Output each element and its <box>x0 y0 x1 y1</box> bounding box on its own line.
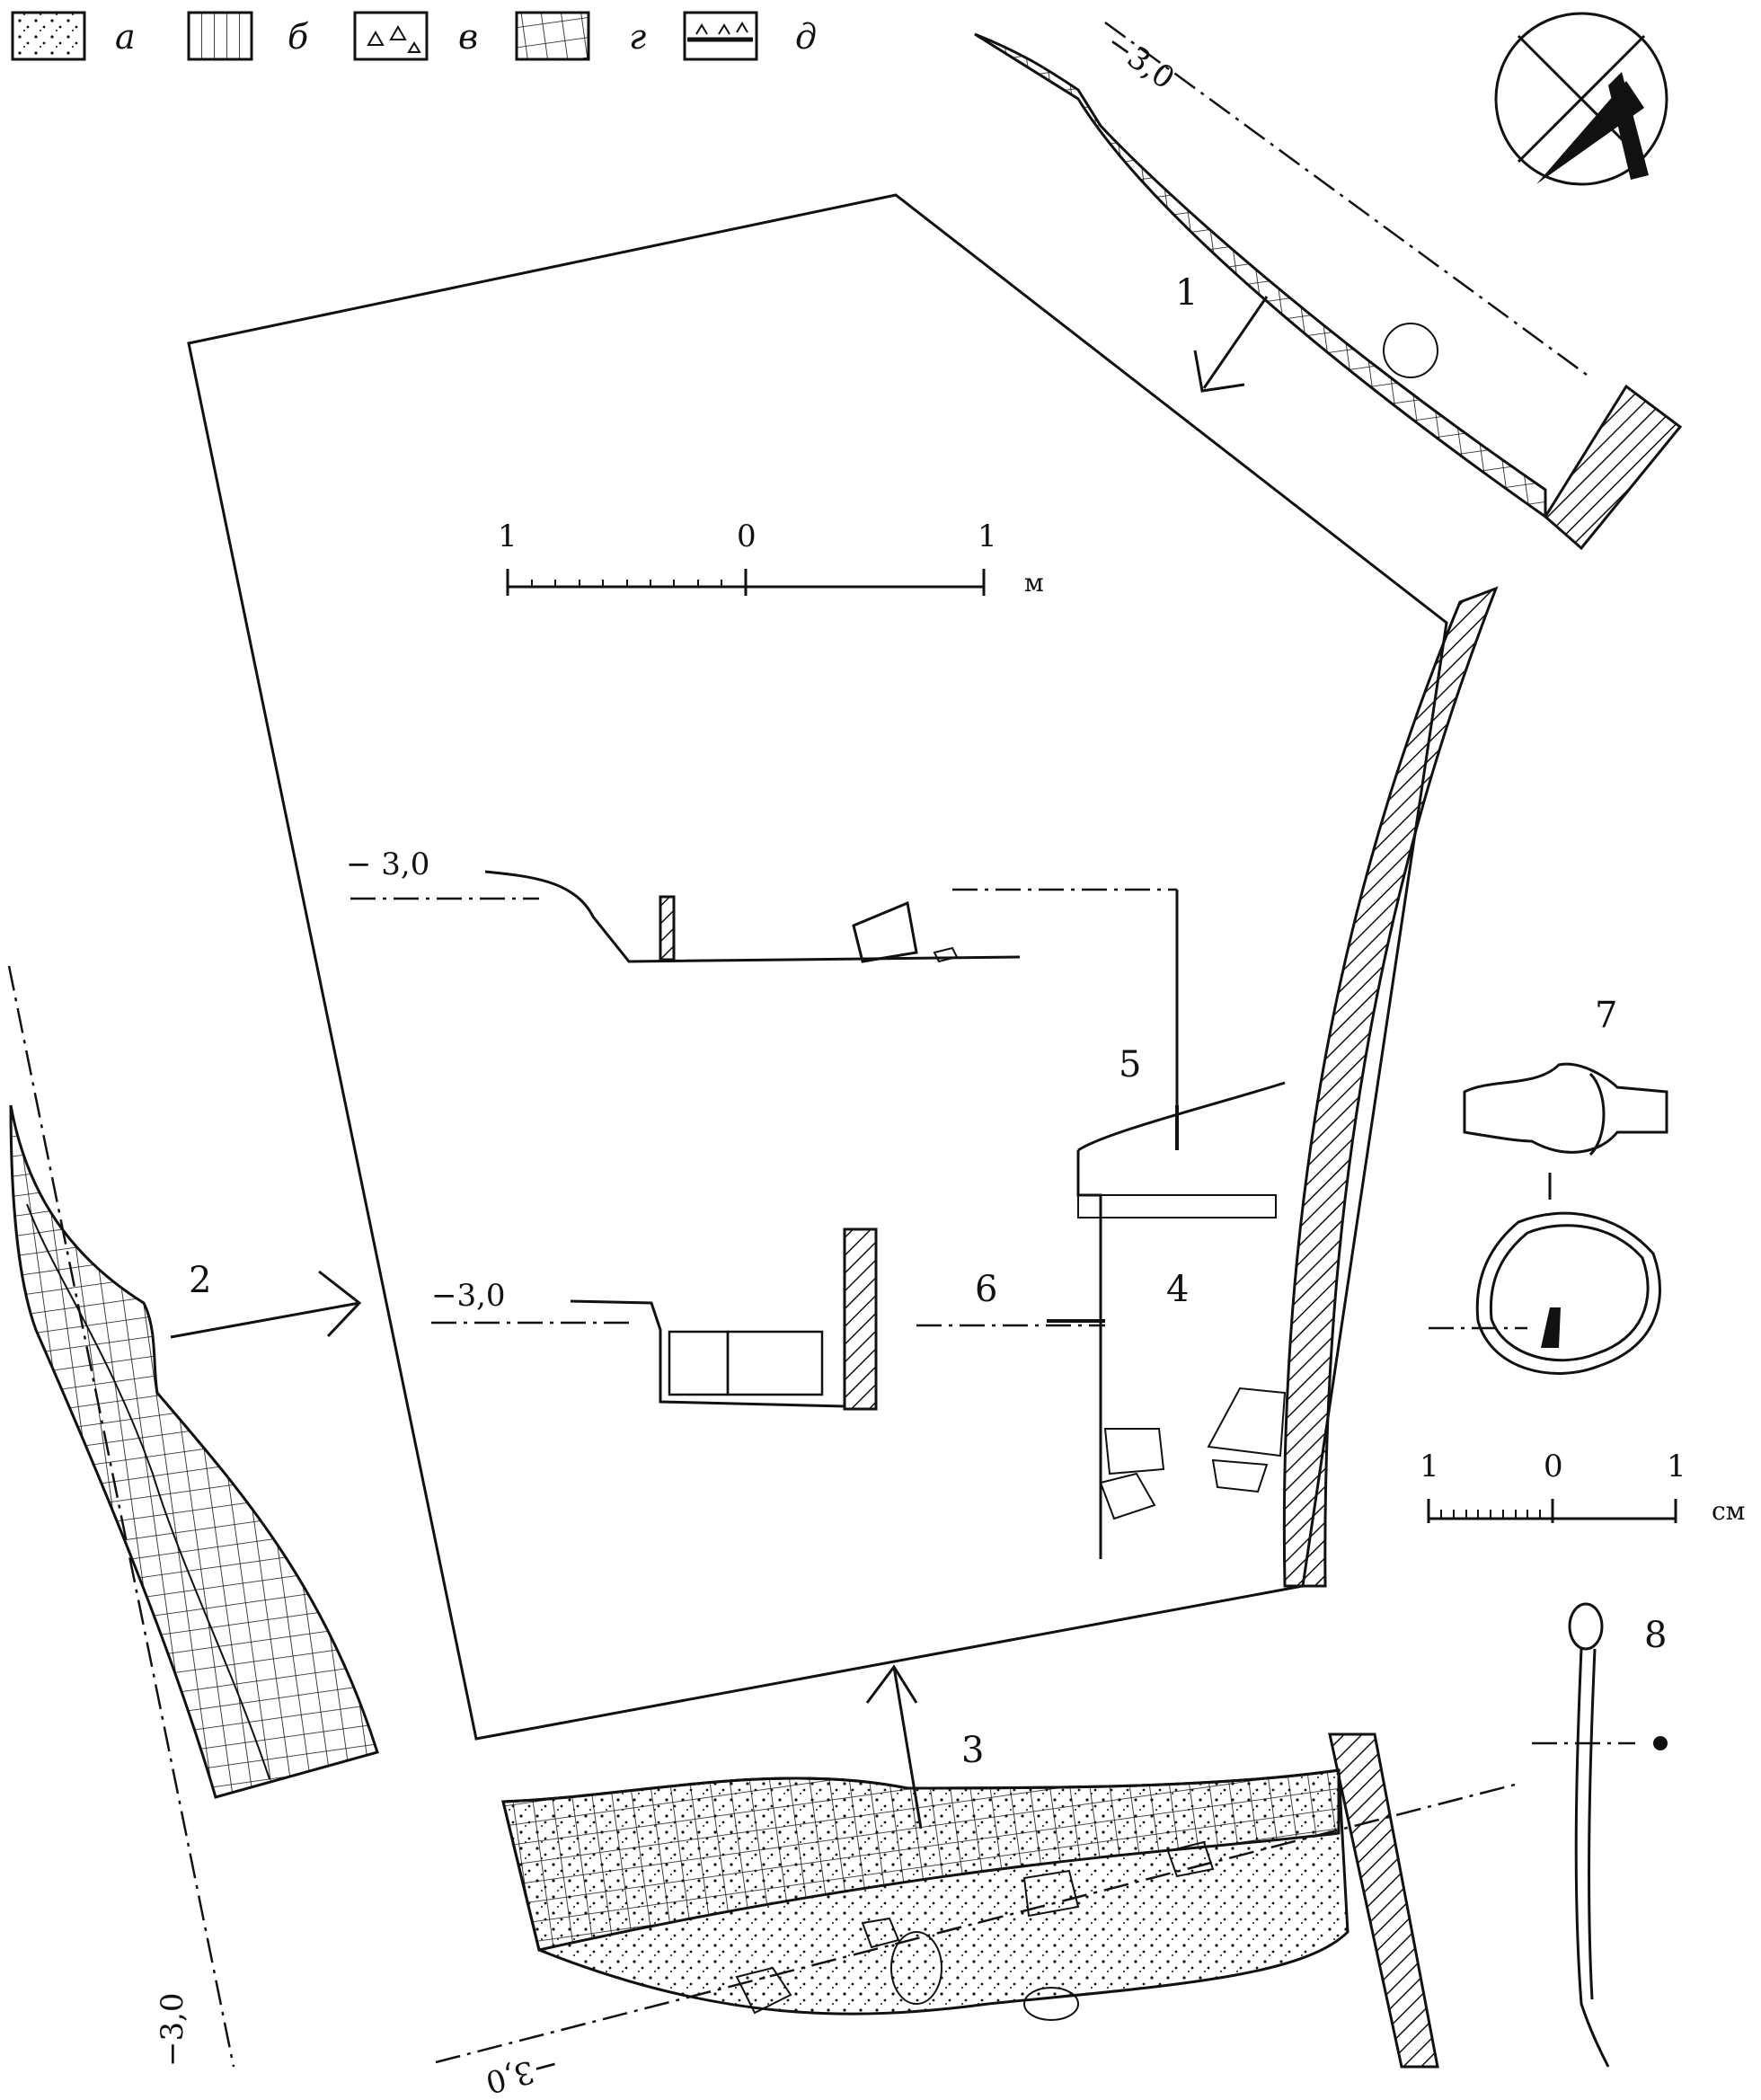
north-arrow-icon <box>1494 12 1668 186</box>
scale-m-right: 1 <box>978 518 997 554</box>
legend-box-a <box>11 11 86 61</box>
scale-bar-cm <box>1427 1499 1677 1523</box>
figure-number-6: 6 <box>975 1269 998 1310</box>
legend-label-a: а <box>115 17 136 57</box>
profile-lower <box>431 1227 1105 1411</box>
figure-number-5: 5 <box>1119 1044 1142 1085</box>
excavation-outline <box>187 193 1448 1741</box>
legend-box-d <box>683 11 758 61</box>
legend-label-b: б <box>288 17 309 57</box>
scale-m-mid: 0 <box>737 518 757 554</box>
section-arrows <box>170 296 1269 1830</box>
scale-bar-m <box>506 569 986 596</box>
figure-number-3: 3 <box>961 1730 985 1771</box>
depth-mark-upper-profile: − 3,0 <box>346 846 430 882</box>
scale-cm-right: 1 <box>1667 1449 1686 1484</box>
profile-upper <box>350 870 1179 1150</box>
trench-wall-curved <box>1282 586 1499 1588</box>
artifact-7-ring <box>1429 1062 1668 1375</box>
figure-number-1: 1 <box>1175 272 1199 314</box>
legend-box-v <box>353 11 429 61</box>
arrow-1 <box>1193 296 1269 393</box>
scale-m-unit: м <box>1024 568 1044 598</box>
legend-label-d: д <box>795 17 818 57</box>
legend-box-b <box>187 11 253 61</box>
scale-cm-left: 1 <box>1420 1449 1439 1484</box>
depth-mark-lower-profile: −3,0 <box>431 1278 506 1314</box>
section-2 <box>7 965 379 2068</box>
legend-box-g <box>515 11 590 61</box>
figure-number-8: 8 <box>1644 1615 1668 1656</box>
scale-cm-mid: 0 <box>1544 1449 1563 1484</box>
scale-cm-unit: см <box>1712 1496 1746 1526</box>
scale-m-left: 1 <box>498 518 518 554</box>
figure-number-4: 4 <box>1166 1269 1190 1310</box>
section-1 <box>974 21 1683 551</box>
depth-mark-left: −3,0 <box>155 1992 190 2067</box>
arrow-2 <box>170 1270 362 1339</box>
legend-label-g: г <box>629 17 647 57</box>
section-3 <box>435 1732 1519 2069</box>
artifact-8-pin <box>1532 1602 1668 2068</box>
legend-label-v: в <box>458 17 479 57</box>
figure-number-7: 7 <box>1595 995 1618 1036</box>
figure-number-2: 2 <box>189 1260 212 1301</box>
feature-4 <box>1076 1081 1287 1559</box>
legend-boxes <box>11 11 758 61</box>
